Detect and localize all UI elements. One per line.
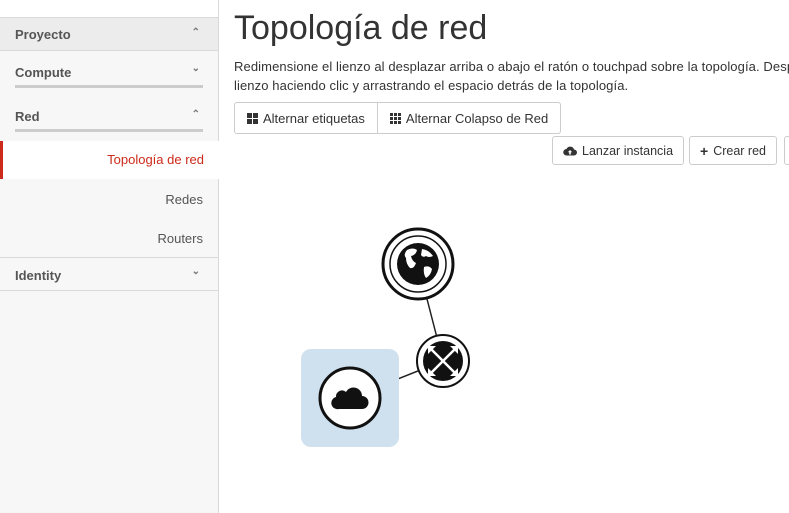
sidebar-item-label: Routers: [157, 231, 203, 246]
sidebar-top-strip: [0, 0, 218, 18]
chevron-up-icon: ⌃: [191, 27, 200, 38]
sidebar-item-routers[interactable]: Routers: [0, 220, 218, 258]
sidebar-section-proyecto[interactable]: Proyecto ⌃: [0, 18, 218, 51]
toggle-labels-button[interactable]: Alternar etiquetas: [234, 102, 378, 134]
view-toggle-group: Alternar etiquetas Alternar Colapso de R…: [234, 102, 562, 134]
sidebar-item-label: Topología de red: [107, 152, 204, 167]
th-large-icon: [247, 112, 258, 124]
router-icon[interactable]: [416, 334, 470, 388]
sidebar-section-label: Compute: [15, 65, 72, 80]
section-divider: [15, 85, 203, 88]
sidebar-section-label: Identity: [15, 268, 62, 283]
toggle-network-collapse-button[interactable]: Alternar Colapso de Red: [377, 102, 562, 134]
chevron-down-icon: ⌄: [191, 63, 200, 74]
sidebar-item-label: Redes: [165, 192, 203, 207]
plus-icon: +: [700, 142, 709, 159]
cloud-upload-icon: [563, 146, 577, 156]
topology-canvas[interactable]: [219, 170, 789, 513]
more-button-partial[interactable]: [784, 136, 789, 165]
sidebar-section-identity[interactable]: Identity ⌄: [0, 257, 218, 291]
description-line: Redimensione el lienzo al desplazar arri…: [234, 59, 789, 74]
sidebar-section-red[interactable]: Red ⌃: [0, 96, 218, 134]
sidebar-item-topologia[interactable]: Topología de red: [0, 141, 219, 179]
th-icon: [389, 112, 401, 124]
page-title: Topología de red: [234, 9, 488, 47]
create-network-button[interactable]: + Crear red: [689, 136, 777, 165]
sidebar-section-label: Red: [15, 109, 40, 124]
launch-instance-button[interactable]: Lanzar instancia: [552, 136, 685, 165]
sidebar-section-label: Proyecto: [15, 27, 71, 42]
external-network-globe-icon[interactable]: [381, 227, 455, 301]
section-divider: [15, 129, 203, 132]
sidebar: Proyecto ⌃ Compute ⌄ Red ⌃ Topología de …: [0, 0, 219, 513]
chevron-up-icon: ⌃: [191, 109, 200, 120]
sidebar-section-compute[interactable]: Compute ⌄: [0, 52, 218, 90]
sidebar-item-redes[interactable]: Redes: [0, 181, 218, 219]
description-line: lienzo haciendo clic y arrastrando el es…: [234, 78, 629, 93]
network-cloud-icon[interactable]: [318, 366, 382, 430]
chevron-down-icon: ⌄: [191, 266, 200, 277]
page-description: Redimensione el lienzo al desplazar arri…: [234, 57, 789, 95]
